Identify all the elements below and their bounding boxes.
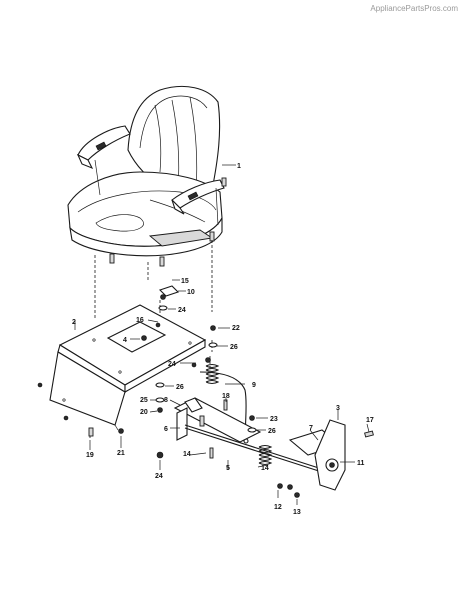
watermark-text: AppliancePartsPros.com <box>370 4 458 13</box>
leader-lines <box>74 164 370 505</box>
callout-1: 1 <box>237 163 241 170</box>
callout-14a: 14 <box>183 451 191 458</box>
callout-22: 22 <box>232 325 240 332</box>
callout-16: 16 <box>136 317 144 324</box>
callout-12: 12 <box>274 504 282 511</box>
callout-11: 11 <box>357 460 365 467</box>
callout-24b: 24 <box>168 361 176 368</box>
callout-19: 19 <box>86 452 94 459</box>
callout-3: 3 <box>336 405 340 412</box>
callout-17: 17 <box>366 417 374 424</box>
callout-26a: 26 <box>230 344 238 351</box>
callout-8: 8 <box>164 397 168 404</box>
callout-5: 5 <box>226 465 230 472</box>
callout-13: 13 <box>293 509 301 516</box>
callout-25: 25 <box>140 397 148 404</box>
callout-7: 7 <box>309 425 313 432</box>
callout-18: 18 <box>222 393 230 400</box>
callout-24c: 24 <box>155 473 163 480</box>
seat-part <box>67 85 227 267</box>
callout-26b: 26 <box>176 384 184 391</box>
spring-linkage-part <box>37 285 374 498</box>
seat-pan-part <box>49 304 207 431</box>
callout-26c: 26 <box>268 428 276 435</box>
callout-2: 2 <box>72 319 76 326</box>
callout-21: 21 <box>117 450 125 457</box>
callout-labels: 1 2 3 4 5 6 7 8 9 10 11 12 13 14 14 15 1… <box>72 163 374 516</box>
callout-10: 10 <box>187 289 195 296</box>
callout-4: 4 <box>123 337 127 344</box>
callout-20: 20 <box>140 409 148 416</box>
callout-15: 15 <box>181 278 189 285</box>
callout-23: 23 <box>270 416 278 423</box>
callout-24a: 24 <box>178 307 186 314</box>
callout-14b: 14 <box>261 465 269 472</box>
callout-9: 9 <box>252 382 256 389</box>
callout-6: 6 <box>164 426 168 433</box>
